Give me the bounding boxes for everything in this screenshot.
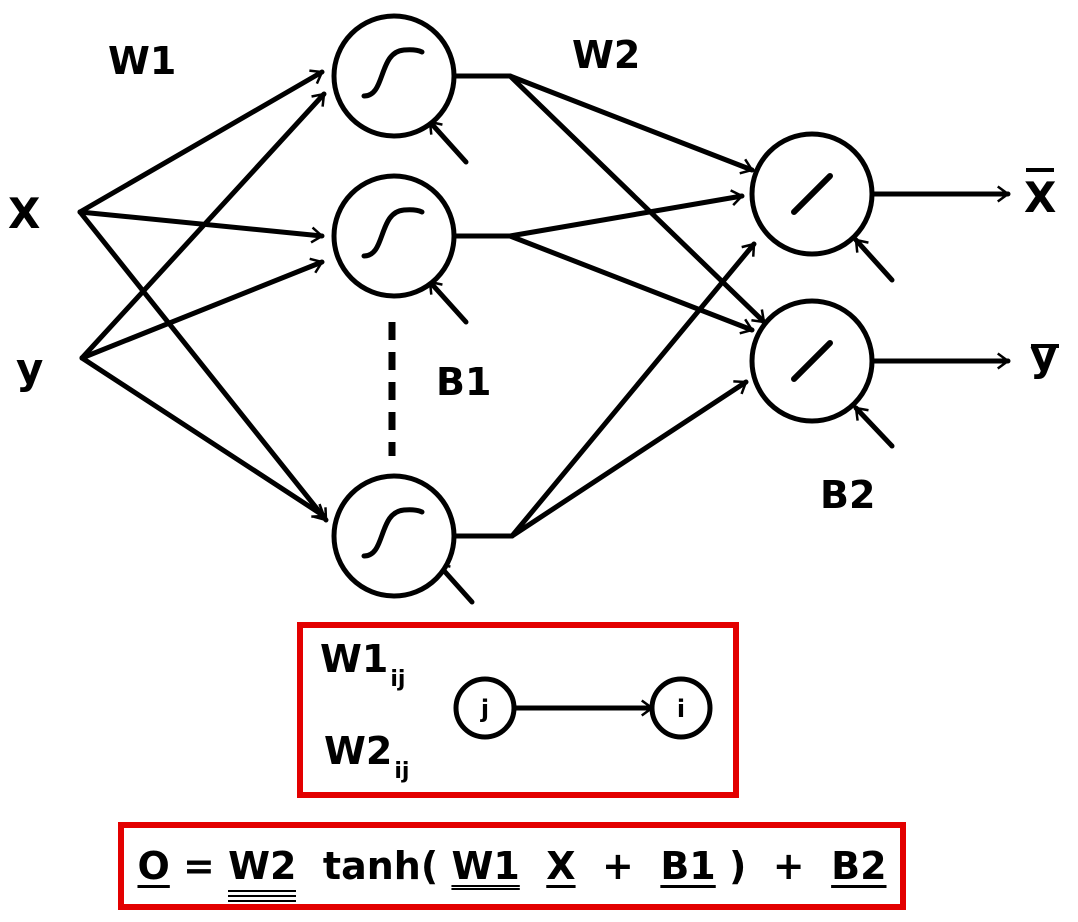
eq-b1: B1 xyxy=(660,844,716,888)
output-node-2 xyxy=(749,298,875,424)
linear-icon xyxy=(791,340,833,382)
input-label-y: y xyxy=(16,344,43,393)
hidden-node-3 xyxy=(331,473,457,599)
output-arrows xyxy=(869,185,1011,370)
eq-w1: W1 xyxy=(451,844,520,888)
edge-x-h3 xyxy=(77,209,329,523)
label-w1: W1 xyxy=(108,39,176,83)
eq-tanh: tanh( xyxy=(296,844,452,888)
hidden-node-2 xyxy=(331,173,457,299)
hidden-node-1 xyxy=(331,13,457,139)
sigmoid-icon xyxy=(361,207,425,259)
legend-box: W1ij W2ij j i xyxy=(297,622,739,798)
bias-h2 xyxy=(427,279,469,325)
sigmoid-icon xyxy=(361,47,425,99)
legend-node-i-label: i xyxy=(677,695,685,723)
equation: O = W2 tanh( W1 X + B1 ) + B2 xyxy=(124,828,900,904)
w2-connections xyxy=(452,73,767,539)
eq-space xyxy=(520,844,546,888)
bias-o1 xyxy=(853,237,895,283)
eq-plus-1: + xyxy=(575,844,661,888)
eq-b2: B2 xyxy=(831,844,887,888)
input-label-x: X xyxy=(8,189,40,238)
edge-y-h3 xyxy=(79,355,327,519)
label-w2: W2 xyxy=(572,33,640,77)
legend-w1: W1ij xyxy=(320,637,405,692)
legend-node-j-label: j xyxy=(480,695,489,723)
edge-h2-o1 xyxy=(507,189,745,239)
linear-icon xyxy=(791,173,833,215)
label-b1: B1 xyxy=(436,360,491,404)
edge-h1-o1 xyxy=(507,73,755,175)
edge-h2-o2 xyxy=(507,233,755,335)
edge-y-h2 xyxy=(79,257,325,361)
legend-w2: W2ij xyxy=(324,729,409,784)
eq-x: X xyxy=(546,844,576,888)
sigmoid-icon xyxy=(361,507,425,559)
bias-o2 xyxy=(853,405,895,449)
eq-equals: = xyxy=(169,844,229,888)
eq-w2: W2 xyxy=(228,844,297,902)
edge-x-h2 xyxy=(77,209,325,244)
edge-h3-o2 xyxy=(509,379,749,539)
label-b2: B2 xyxy=(820,473,875,517)
edge-x-h1 xyxy=(77,69,325,215)
legend-node-i xyxy=(649,676,713,740)
eq-close-plus: ) + xyxy=(715,844,832,888)
edge-h3-o1 xyxy=(509,241,757,539)
bias-h1 xyxy=(427,119,469,165)
eq-output: O xyxy=(137,844,170,888)
output-node-1 xyxy=(749,131,875,257)
output-label-y: y xyxy=(1030,331,1057,380)
legend-node-j xyxy=(453,676,517,740)
output-label-x: X xyxy=(1024,173,1056,222)
w1-connections xyxy=(77,69,329,523)
edge-y-h1 xyxy=(79,91,327,361)
equation-box: O = W2 tanh( W1 X + B1 ) + B2 xyxy=(118,822,906,910)
